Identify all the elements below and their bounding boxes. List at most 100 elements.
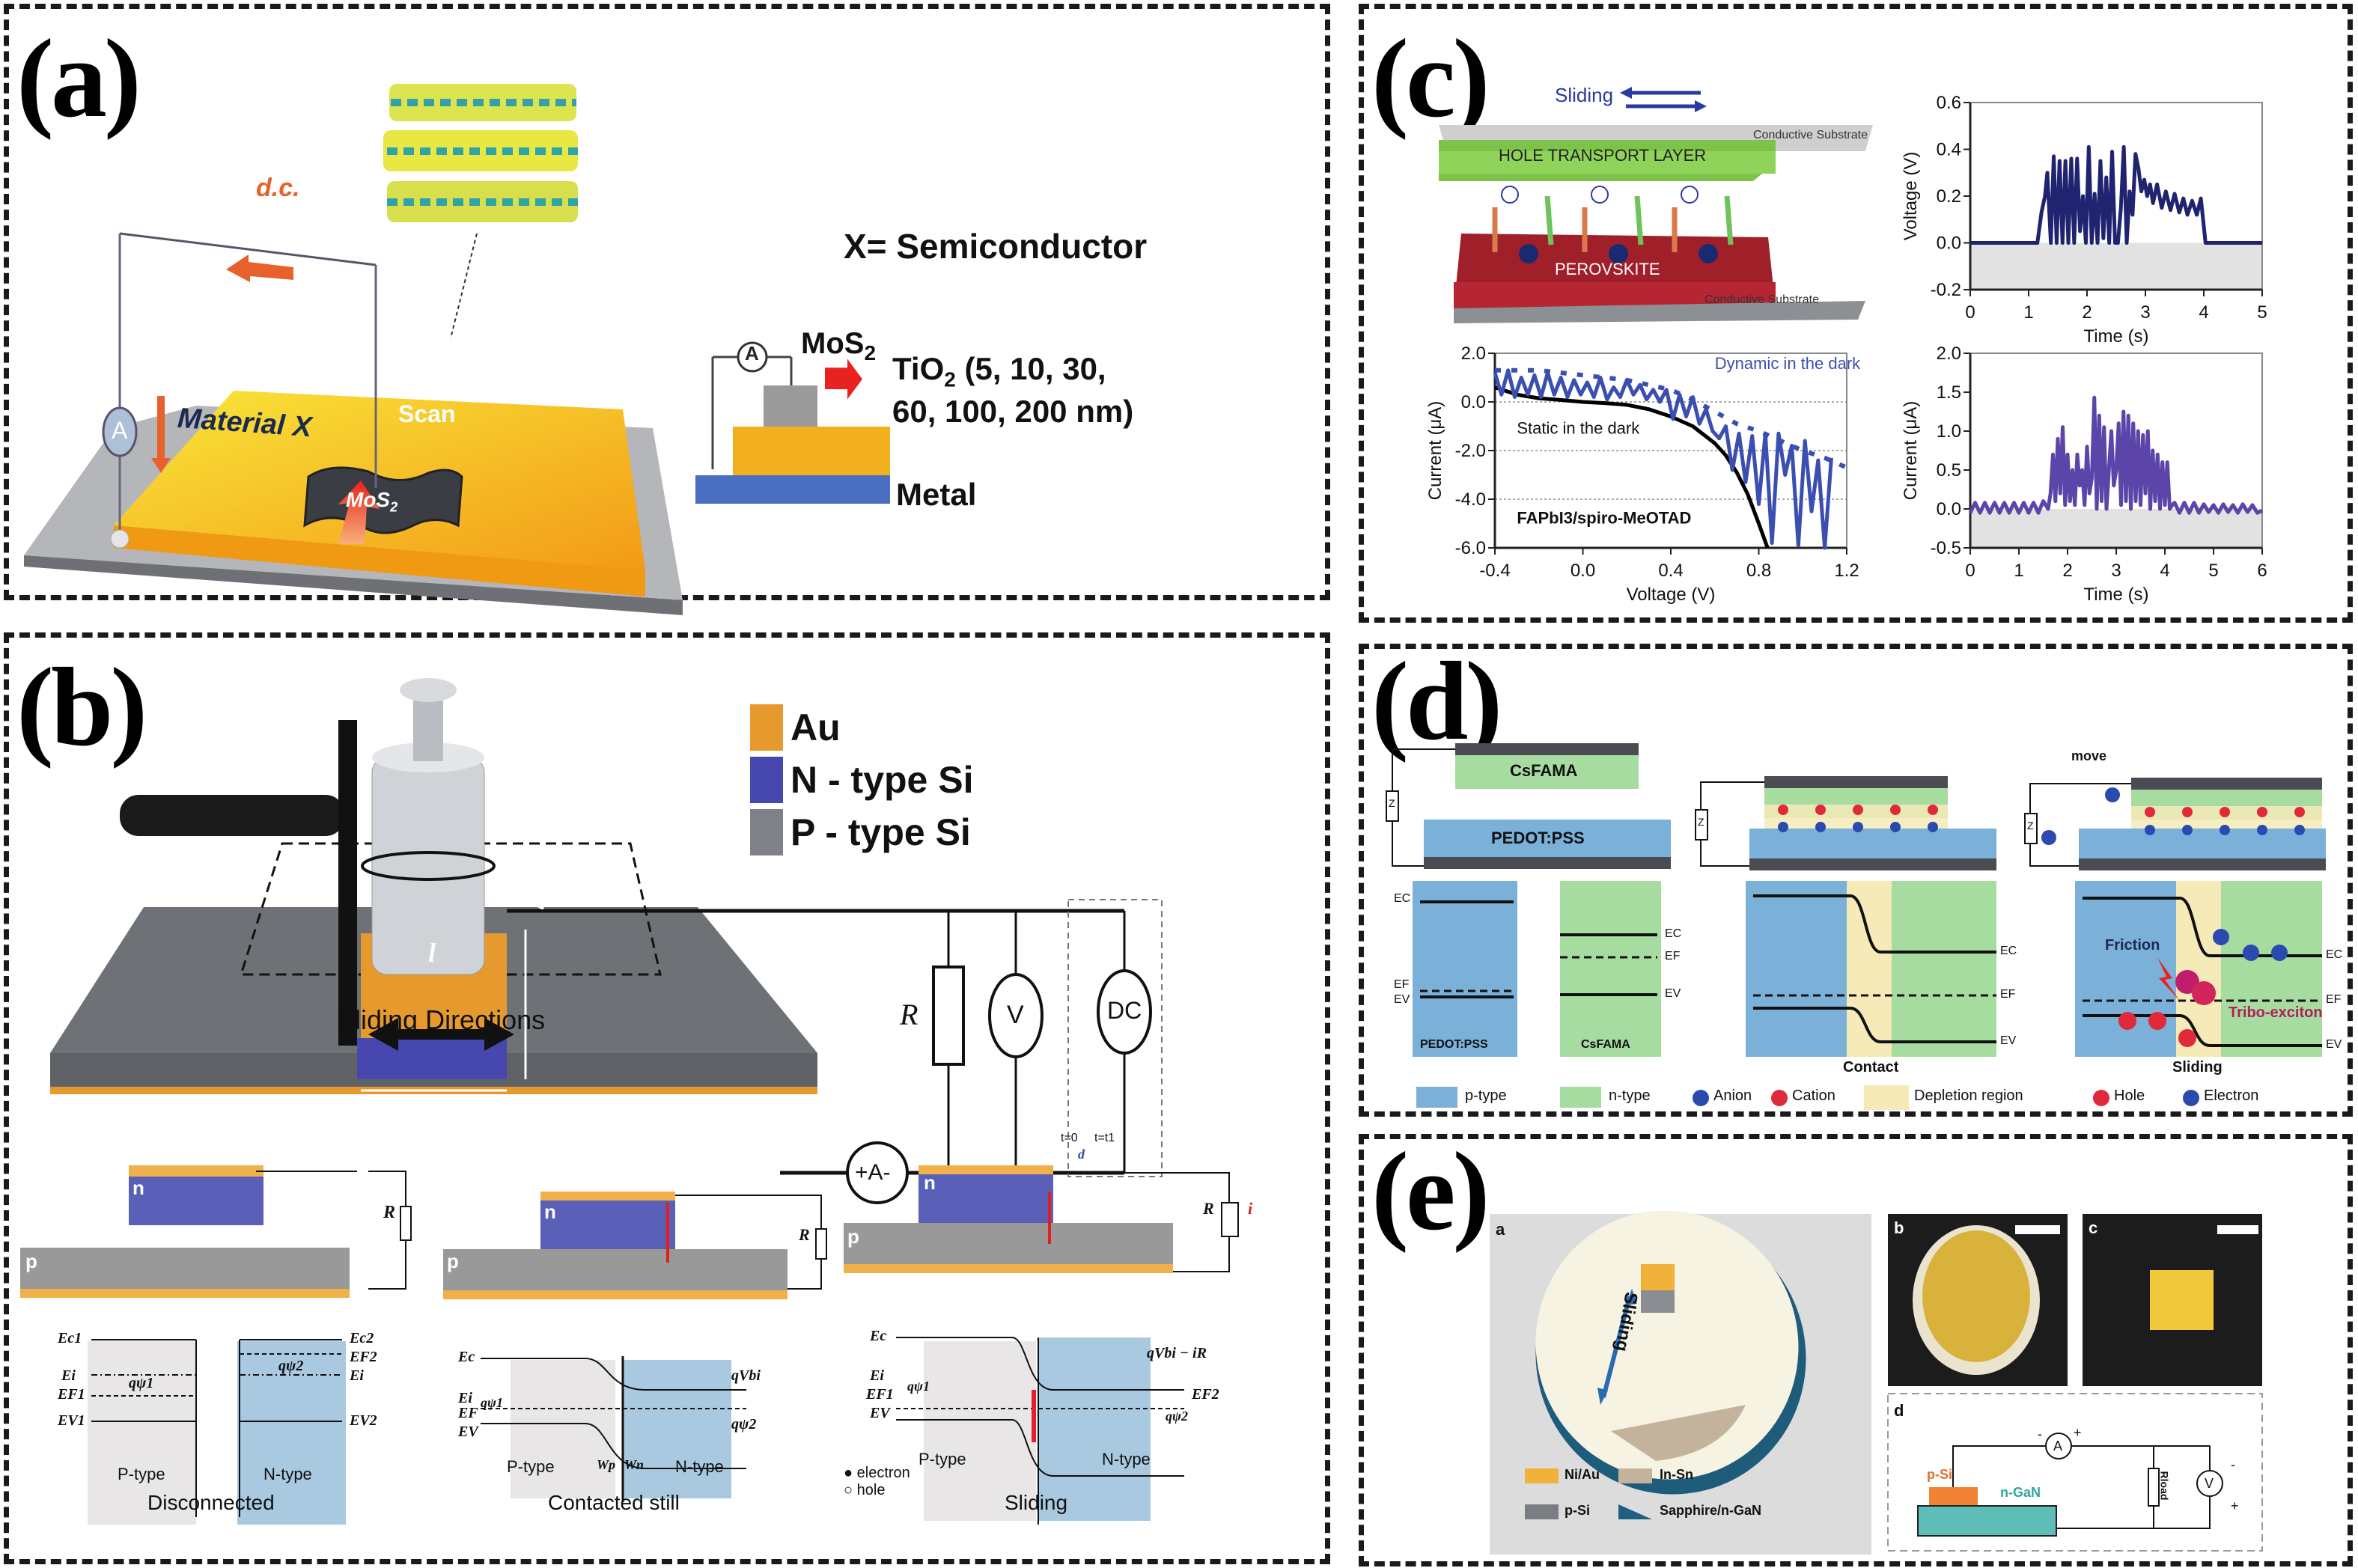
psi1-label: qψ1 [907,1379,930,1394]
charge-icons [1492,186,1734,263]
legend-electron: Electron [2204,1087,2259,1104]
ef-label-contact: EF [2000,988,2016,1001]
metal-label: Metal [896,477,977,512]
band-label-ev: EV [458,1424,478,1440]
psi2-label: qψ2 [731,1416,757,1433]
annotation-material: FAPbI3/spiro-MeOTAD [1517,509,1691,528]
legend-hole: Hole [2114,1087,2145,1104]
panel-c: (c) Sliding Conductive Substrate HOLE [1359,4,2353,623]
panel-a-schematic [695,341,890,504]
y-tick-label: 0.4 [1937,140,1961,160]
panel-b-setup [50,678,1163,1204]
psi1-label: qψ1 [129,1375,154,1391]
annotation-dynamic: Dynamic in the dark [1715,354,1861,373]
y-tick-label: 0.0 [1461,392,1486,412]
dc-arrow-icon [226,254,293,282]
schematic-mos2-main: MoS [801,327,865,360]
ammeter-icon [102,406,138,457]
w-label: w [525,891,556,910]
wn-label: Wn [624,1457,645,1472]
panel-d: (d) [1359,644,2353,1117]
ef-label-n: EF [1665,950,1681,963]
legend-label: N - type Si [790,759,974,801]
htl-label: HOLE TRANSPORT LAYER [1499,146,1707,165]
band-label-ec2: Ec2 [350,1330,374,1346]
negative-region [1970,242,2262,290]
rload-label: Rload [2158,1471,2171,1501]
material-legend: Au N - type Si P - type Si [750,704,973,856]
n-type-label: N-type [263,1465,312,1483]
ef-label-p: EF [1394,978,1410,991]
legend-n-type: n-type [1609,1087,1651,1104]
ev-label-contact: EV [2000,1034,2017,1047]
ammeter-icon [846,1141,909,1204]
state-caption-disconnected: Disconnected [147,1491,275,1514]
panel-a: (a) [4,4,1330,615]
ammeter-label: +A- [855,1160,891,1185]
ev-label-n: EV [1665,987,1681,1000]
band-label-ev1: EV1 [58,1412,85,1429]
y-tick-label: 0.0 [1937,499,1961,519]
ef2-label: EF2 [1192,1386,1219,1403]
circuit-voltmeter-label: V [2205,1476,2214,1491]
sub-a-label: a [1496,1220,1505,1239]
t1-label: t=t1 [1094,1132,1115,1144]
substrate-edge [24,555,683,615]
band-label-ec: Ec [458,1349,475,1365]
tribo-exciton-label: Tribo-exciton [2228,1004,2323,1021]
metal-block [695,475,890,504]
move-label: move [2071,748,2107,763]
sub-c-label: c [2089,1218,2098,1237]
panel-c-label: (c) [1371,16,1490,141]
ev-label-p: EV [1394,993,1410,1006]
circuit-voltmeter-plus: + [2231,1498,2239,1513]
z-label-1: Z [1389,797,1395,809]
y-axis-label: Current (μA) [1901,401,1921,501]
schematic-mos2-label: MoS2 [801,327,876,365]
legend-electron: ● electron [844,1465,910,1481]
x-tick-label: 2 [2062,561,2072,581]
legend-swatch [750,704,783,751]
schematic-ammeter-label: A [745,342,759,364]
r-label: R [900,998,918,1031]
x-tick-label: 6 [2257,561,2267,581]
psi1-label: qψ1 [481,1395,504,1410]
y-tick-label: 2.0 [1937,344,1961,364]
x-tick-label: 4 [2199,302,2208,323]
vbi-label: qVbi [731,1367,761,1384]
z-label-3: Z [2027,820,2034,832]
p-label: p [25,1250,37,1272]
perovskite-label: PEROVSKITE [1555,260,1660,278]
p-type-label: P-type [918,1450,966,1468]
series-line [1968,395,2264,515]
ec-label-sliding: EC [2326,948,2343,961]
x-tick-label: 1 [2023,302,2033,323]
x-tick-label: 5 [2208,561,2218,581]
series-line [1970,144,2262,245]
n-type-layer [357,1038,507,1079]
mos2-block [764,385,817,427]
z-label-2: Z [1698,816,1704,828]
legend-sapphire: Sapphire/n-GaN [1660,1503,1762,1518]
band-label-ef1: EF1 [866,1386,894,1403]
band-label-ec: Ec [870,1328,887,1344]
top-substrate-label: Conductive Substrate [1753,129,1868,141]
p-label: p [447,1250,459,1272]
d-label: d [1078,1147,1085,1162]
flake-label: MoS2 [346,488,397,516]
p-type-label: P-type [118,1465,165,1483]
negative-region [1970,509,2262,548]
band-label-ev: EV [870,1405,890,1421]
ec-label-contact: EC [2000,945,2017,957]
p-label: p [847,1225,859,1248]
voltmeter-icon [2196,1470,2223,1497]
semiconductor-title: X= Semiconductor [844,227,1148,266]
sub-b-label: b [1894,1218,1904,1237]
x-tick-label: -0.4 [1479,561,1510,581]
tio2-sub: 2 [944,367,956,391]
band-label-ef2: EF2 [350,1349,377,1365]
x-axis-label: Voltage (V) [1627,585,1716,605]
x-tick-label: 4 [2160,561,2169,581]
dc-label: DC [1107,997,1142,1024]
